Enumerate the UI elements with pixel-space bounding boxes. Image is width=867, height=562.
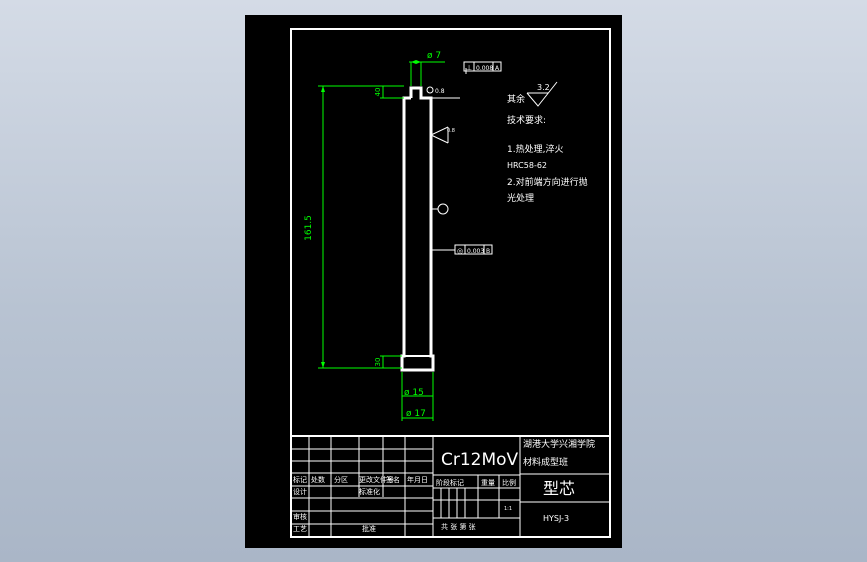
roughness-others-label: 其余 — [507, 93, 525, 105]
perpendicularity-frame: ⊥ 0.008 A — [463, 61, 502, 74]
dim-top-height: 40 — [374, 88, 382, 97]
tech-requirement-line: HRC58-62 — [507, 161, 547, 170]
concentricity-symbol: ◎ — [457, 247, 463, 255]
roughness-symbol-general — [526, 81, 558, 107]
tb-label-count: 处数 — [311, 475, 325, 484]
tb-label-approve: 批准 — [362, 524, 376, 533]
tb-label-sign: 签名 — [386, 475, 400, 484]
tb-label-review: 审核 — [293, 512, 307, 521]
tb-label-standardize: 标准化 — [359, 487, 380, 496]
tech-requirement-line: 1.热处理,淬火 — [507, 143, 563, 155]
perpendicularity-datum: A — [495, 65, 500, 72]
tech-requirement-line: 2.对前端方向进行抛 — [507, 176, 588, 188]
tb-label-scale: 比例 — [502, 478, 516, 487]
dim-bottom-diameter-inner: ø 15 — [404, 388, 424, 398]
tb-label-mark: 标记 — [293, 475, 307, 484]
tech-requirements-title: 技术要求: — [507, 114, 546, 126]
tb-label-date: 年月日 — [407, 475, 428, 484]
roughness-side-value: 0.8 — [447, 128, 455, 134]
surface-roughness-top: 0.8 — [435, 88, 445, 95]
concentricity-value: 0.003 — [467, 248, 484, 255]
dimension-lines — [318, 61, 445, 421]
perpendicularity-symbol: ⊥ — [466, 64, 472, 72]
school-name: 湖港大学兴湘学院 — [523, 438, 595, 450]
perpendicularity-value: 0.008 — [476, 65, 493, 72]
part-outline — [400, 86, 435, 372]
radius-marker — [426, 86, 434, 94]
title-block — [290, 435, 611, 538]
tb-label-sheets: 共 张 第 张 — [441, 522, 476, 531]
tb-label-weight: 重量 — [481, 479, 495, 487]
class-name: 材料成型班 — [523, 456, 568, 468]
dimension-arrows — [321, 60, 421, 368]
concentricity-datum: B — [486, 248, 490, 255]
dim-overall-length: 161.5 — [304, 215, 314, 241]
tech-requirement-line: 光处理 — [507, 192, 534, 204]
roughness-symbol-side — [429, 126, 449, 144]
tb-label-process: 工艺 — [293, 525, 307, 533]
concentricity-frame: ◎ 0.003 B — [431, 244, 493, 255]
dim-bottom-diameter-outer: ø 17 — [406, 409, 426, 419]
tb-label-stage-mark: 阶段标记 — [436, 478, 464, 487]
tb-scale-value: 1:1 — [504, 506, 512, 512]
part-name: 型芯 — [543, 479, 575, 498]
tb-label-change-doc: 更改文件号 — [359, 475, 394, 484]
tb-label-design: 设计 — [293, 487, 307, 496]
drawing-number: HYSJ-3 — [543, 514, 569, 523]
material-label: Cr12MoV — [441, 450, 519, 470]
tb-label-zone: 分区 — [334, 475, 348, 484]
dim-top-diameter: ø 7 — [427, 51, 441, 61]
dim-bottom-height: 30 — [374, 358, 382, 367]
datum-b-marker — [431, 203, 449, 215]
roughness-general-value: 3.2 — [537, 83, 550, 92]
